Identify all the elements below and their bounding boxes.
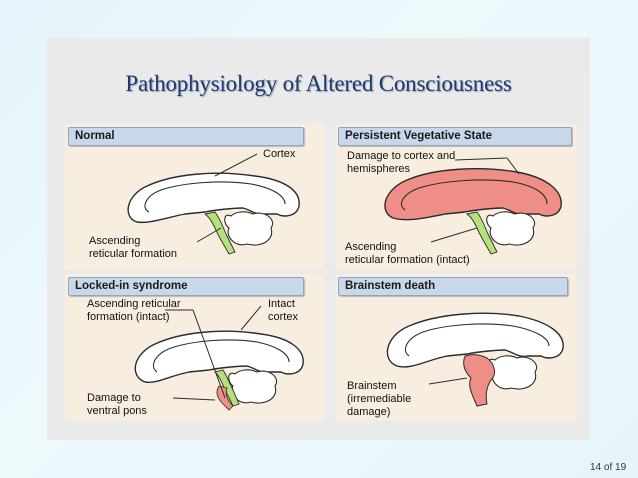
locked-in-cortex-label-2: cortex — [268, 311, 298, 323]
locked-in-ascending-pointer — [192, 309, 226, 399]
panel-header-brainstem-death: Brainstem death — [338, 277, 568, 296]
slide-title: Pathophysiology of Altered Consciousness — [125, 71, 512, 96]
pvs-brain-diagram — [384, 157, 562, 255]
brainstem-death-pointer — [428, 377, 468, 385]
locked-in-brain-diagram — [134, 305, 304, 411]
page-number: 14 of 19 — [590, 462, 627, 473]
locked-in-cortex-pointer — [240, 305, 262, 331]
brainstem-death-cerebellum-shape — [488, 355, 537, 390]
brainstem-death-label-1: Brainstem — [347, 380, 397, 392]
brainstem-death-damaged-brainstem — [463, 354, 495, 407]
pvs-damage-label-2: hemispheres — [347, 163, 410, 175]
brainstem-death-label-2: (irremediable — [347, 393, 412, 405]
locked-in-ascending-label-2: formation (intact) — [87, 311, 170, 323]
pvs-damaged-cortex — [384, 168, 562, 221]
normal-ascending-pointer — [196, 227, 222, 243]
brainstem-death-inner-cortex-line — [405, 323, 550, 357]
panel-header-locked-in: Locked-in syndrome — [68, 277, 304, 296]
panel-locked-in: Locked-in syndrome Ascending reticular f… — [65, 274, 325, 420]
normal-cortex-label: Cortex — [263, 148, 296, 160]
normal-reticular-formation — [203, 211, 236, 255]
locked-in-damage-label-2: ventral pons — [87, 405, 147, 417]
locked-in-inner-cortex-line — [153, 339, 290, 373]
panel-header-normal: Normal — [68, 127, 304, 146]
brainstem-death-label-3: damage) — [347, 406, 391, 418]
pvs-reticular-formation — [465, 211, 498, 255]
pvs-cerebellum-shape — [486, 211, 535, 246]
normal-ascending-label-2: reticular formation — [89, 248, 178, 260]
pvs-ascending-label-2: reticular formation (intact) — [345, 254, 470, 266]
locked-in-cortex-label-1: Intact — [268, 298, 295, 310]
brainstem-death-cortex-shape — [386, 312, 564, 368]
pvs-damage-label-1: Damage to cortex and — [347, 150, 456, 162]
pvs-damage-pointer — [454, 157, 508, 161]
pvs-inner-cortex-line — [401, 179, 548, 211]
panel-normal: Normal Cortex Ascending reticular format… — [65, 124, 325, 270]
brainstem-death-brain-diagram — [386, 312, 564, 407]
pvs-ascending-label-1: Ascending — [345, 241, 397, 253]
normal-cerebellum-shape — [224, 211, 273, 246]
locked-in-damage-pointer — [172, 397, 216, 401]
locked-in-cerebellum-shape — [228, 369, 277, 404]
normal-ascending-label-1: Ascending — [89, 235, 141, 247]
panel-header-pvs: Persistent Vegetative State — [338, 127, 572, 146]
locked-in-ascending-label-1: Ascending reticular — [87, 298, 181, 310]
slide: Pathophysiology of Altered Consciousness… — [47, 38, 590, 440]
locked-in-cortex-shape — [134, 330, 304, 384]
normal-inner-cortex-line — [144, 181, 286, 213]
normal-brain-diagram — [127, 153, 300, 255]
panel-pvs: Persistent Vegetative State Damage to co… — [335, 124, 577, 270]
normal-cortex-pointer — [214, 153, 258, 177]
panel-brainstem-death: Brainstem death Brainstem (irremediable … — [335, 274, 577, 420]
pvs-ascending-pointer — [430, 227, 478, 243]
locked-in-damage-label-1: Damage to — [87, 392, 141, 404]
